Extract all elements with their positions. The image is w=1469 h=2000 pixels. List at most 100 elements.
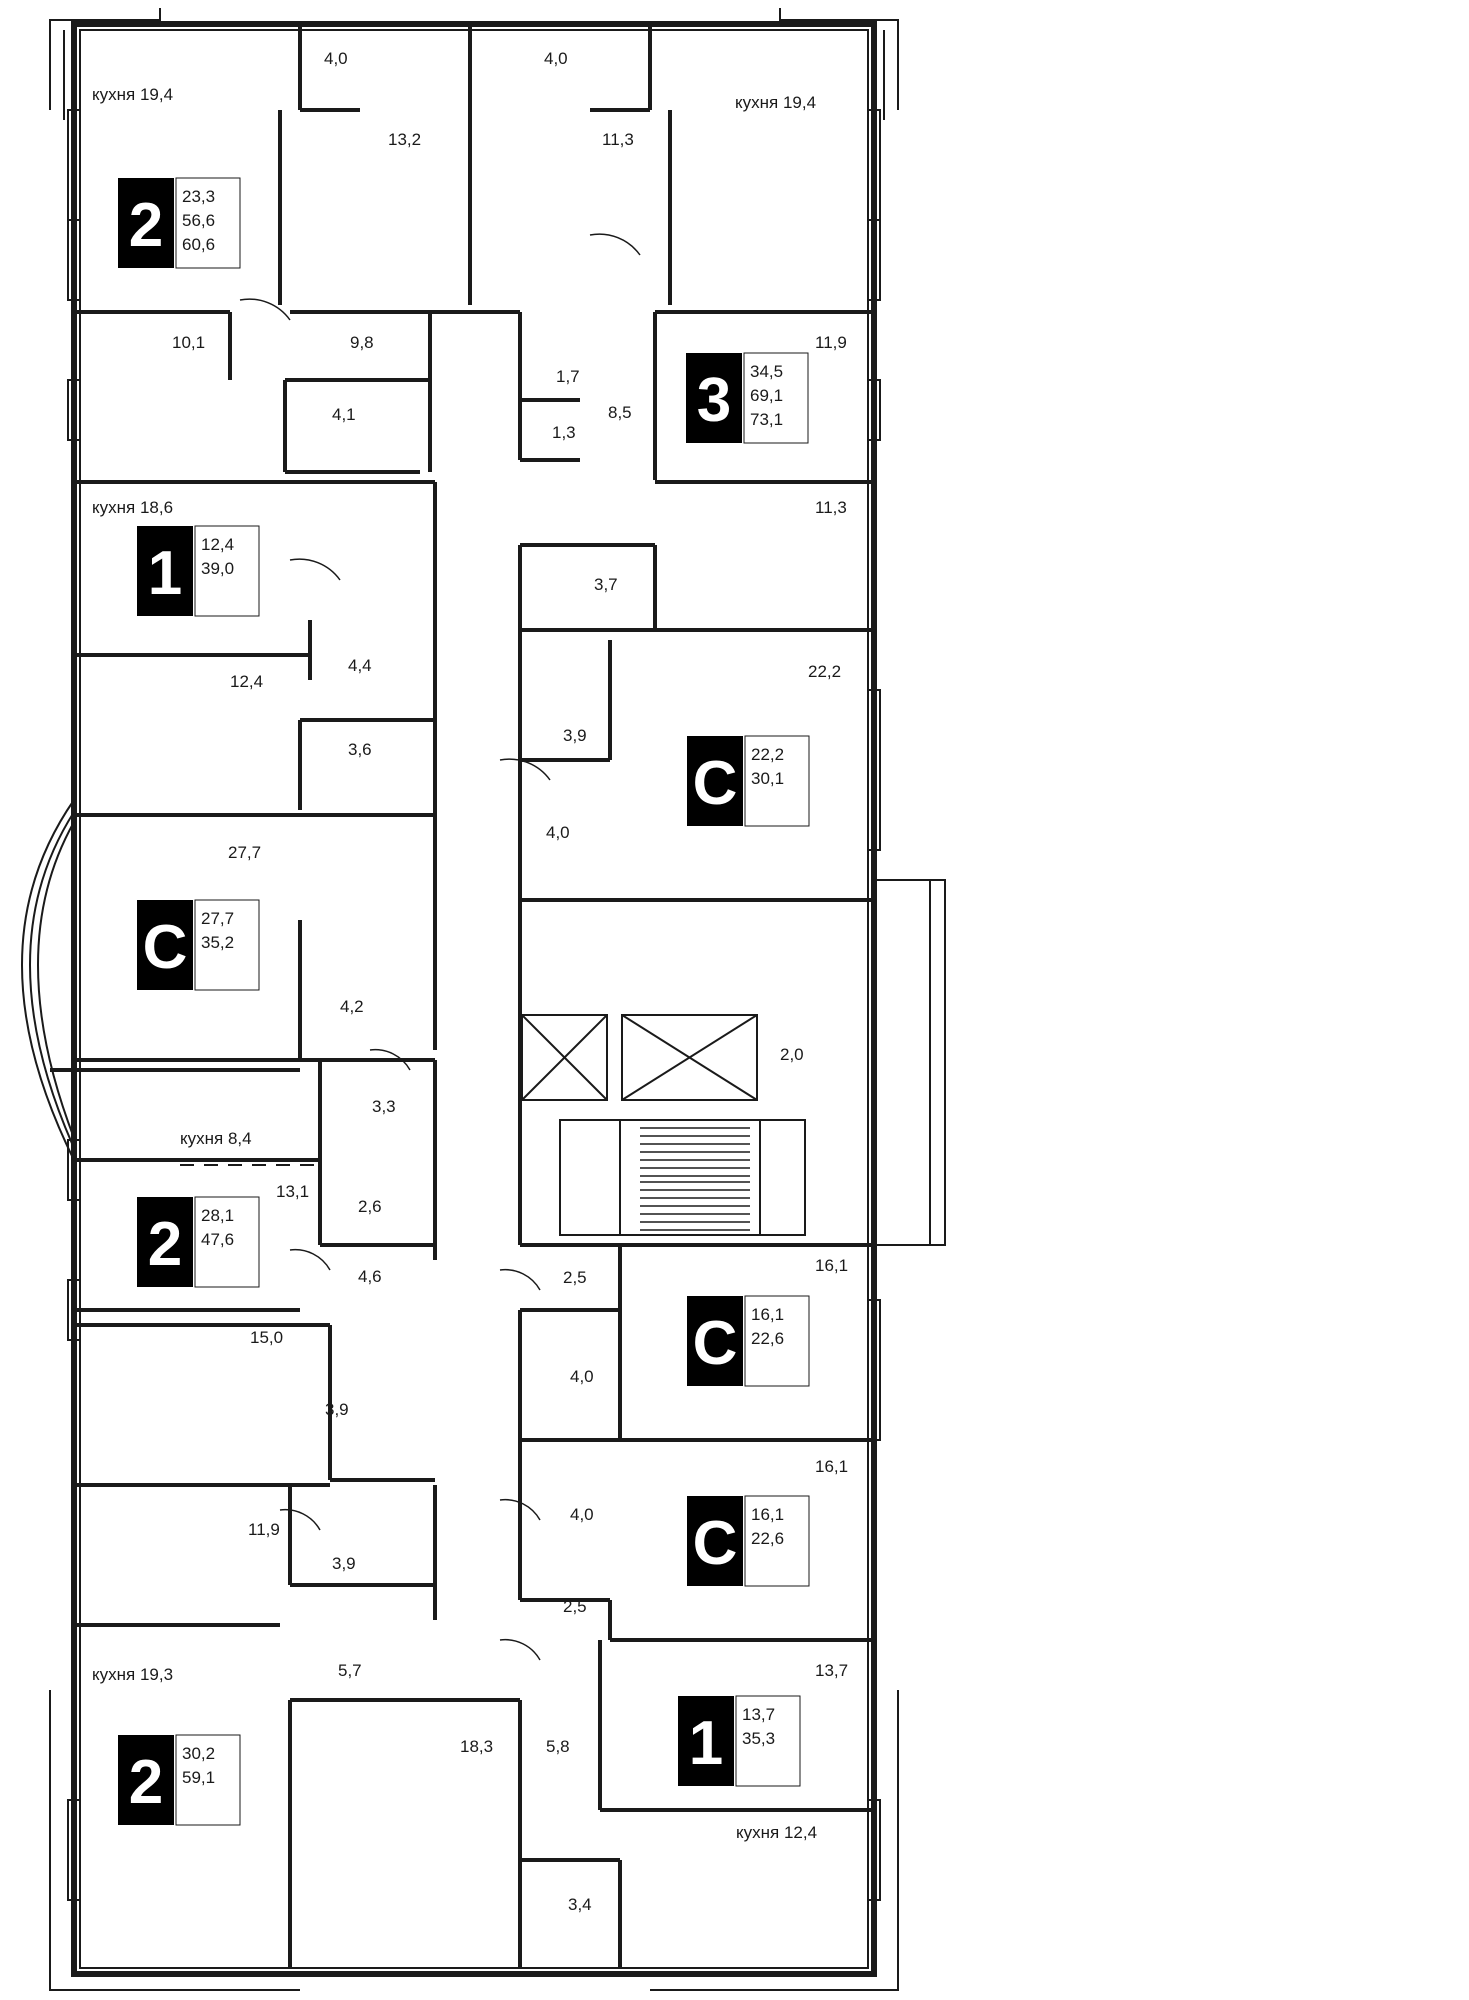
apartment-type-label: C (693, 749, 738, 818)
room-label: 5,8 (546, 1737, 570, 1756)
apartment-area-value: 13,7 (742, 1705, 775, 1724)
apartment-area-frame (194, 525, 260, 617)
room-label: 13,1 (276, 1182, 309, 1201)
room-label: 1,3 (552, 423, 576, 442)
apartment-area-value: 73,1 (750, 410, 783, 429)
room-label: 5,7 (338, 1661, 362, 1680)
room-label: кухня 19,4 (735, 93, 816, 112)
room-label: 13,2 (388, 130, 421, 149)
room-label: 3,6 (348, 740, 372, 759)
room-label: 4,0 (570, 1505, 594, 1524)
room-label: кухня 19,4 (92, 85, 173, 104)
room-label: 4,2 (340, 997, 364, 1016)
room-label: 11,9 (815, 333, 847, 352)
room-label: 15,0 (250, 1328, 283, 1347)
apartment-type-box (687, 1296, 743, 1386)
apartment-area-value: 27,7 (201, 909, 234, 928)
room-label: 12,4 (230, 672, 263, 691)
apartment-type-box (137, 900, 193, 990)
apartment-area-value: 23,3 (182, 187, 215, 206)
room-label: 11,3 (602, 130, 634, 149)
room-label: 4,0 (544, 49, 568, 68)
apartment-area-frame (744, 1495, 810, 1587)
room-label: 3,9 (332, 1554, 356, 1573)
room-label: 13,7 (815, 1661, 848, 1680)
apartment-type-label: 2 (148, 1210, 182, 1279)
apartment-area-value: 22,2 (751, 745, 784, 764)
apartment-type-box (118, 178, 174, 268)
room-label: 3,3 (372, 1097, 396, 1116)
apartment-type-box (118, 1735, 174, 1825)
apartment-badge-a4: C 22,2 30,1 (687, 735, 810, 827)
room-label: кухня 8,4 (180, 1129, 252, 1148)
apartment-area-value: 35,2 (201, 933, 234, 952)
apartment-type-label: C (143, 913, 188, 982)
room-label: 16,1 (815, 1457, 848, 1476)
room-label: 1,7 (556, 367, 580, 386)
apartment-type-box (687, 736, 743, 826)
room-label: 4,4 (348, 656, 372, 675)
apartment-type-label: 2 (129, 191, 163, 260)
room-label: 3,9 (563, 726, 587, 745)
apartment-area-value: 22,6 (751, 1529, 784, 1548)
room-label: 8,5 (608, 403, 632, 422)
room-label: 2,5 (563, 1268, 587, 1287)
apartment-area-value: 35,3 (742, 1729, 775, 1748)
apartment-area-value: 30,1 (751, 769, 784, 788)
apartment-type-box (686, 353, 742, 443)
apartment-type-box (687, 1496, 743, 1586)
apartment-area-frame (744, 735, 810, 827)
apartment-area-value: 60,6 (182, 235, 215, 254)
apartment-area-value: 30,2 (182, 1744, 215, 1763)
door-swings (239, 233, 641, 1661)
apartment-area-value: 12,4 (201, 535, 234, 554)
room-label: 4,1 (332, 405, 356, 424)
apartment-area-value: 22,6 (751, 1329, 784, 1348)
apartment-area-value: 28,1 (201, 1206, 234, 1225)
room-label: 2,0 (780, 1045, 804, 1064)
elevators-stairs (521, 1014, 806, 1236)
room-label: 11,3 (815, 498, 847, 517)
room-label: 10,1 (172, 333, 205, 352)
apartment-area-frame (175, 177, 241, 269)
room-label: 27,7 (228, 843, 261, 862)
right-balcony (874, 879, 946, 1246)
apartment-type-label: 2 (129, 1748, 163, 1817)
apartment-area-frame (175, 1734, 241, 1826)
room-label: кухня 19,3 (92, 1665, 173, 1684)
apartment-area-frame (735, 1695, 801, 1787)
apartment-area-value: 69,1 (750, 386, 783, 405)
room-label: 2,5 (563, 1597, 587, 1616)
room-label: 4,0 (546, 823, 570, 842)
room-label: 4,0 (324, 49, 348, 68)
apartment-type-label: C (693, 1509, 738, 1578)
apartment-area-value: 59,1 (182, 1768, 215, 1787)
room-label: 4,6 (358, 1267, 382, 1286)
apartment-area-value: 16,1 (751, 1305, 784, 1324)
apartment-area-value: 56,6 (182, 211, 215, 230)
curved-bay (21, 799, 75, 1161)
room-label: 3,7 (594, 575, 618, 594)
apartment-type-box (137, 1197, 193, 1287)
room-label: кухня 12,4 (736, 1823, 817, 1842)
apartment-area-value: 39,0 (201, 559, 234, 578)
apartment-type-label: 3 (697, 366, 731, 435)
balcony-frames (49, 8, 899, 1991)
room-label: 11,9 (248, 1520, 280, 1539)
apartment-area-frame (194, 1196, 260, 1288)
apartment-badge-a5: C 27,7 35,2 (137, 899, 260, 991)
room-label: 18,3 (460, 1737, 493, 1756)
room-label: 3,4 (568, 1895, 592, 1914)
room-labels: 4,0 4,0 кухня 19,4 кухня 19,4 13,2 11,3 … (92, 49, 848, 1914)
apartment-badge-a10: 2 30,2 59,1 (118, 1734, 241, 1826)
outer-wall-inner-line (79, 29, 869, 1969)
apartment-type-box (678, 1696, 734, 1786)
stair-steps (640, 1127, 750, 1231)
apartment-type-label: 1 (689, 1709, 723, 1778)
room-label: 3,9 (325, 1400, 349, 1419)
